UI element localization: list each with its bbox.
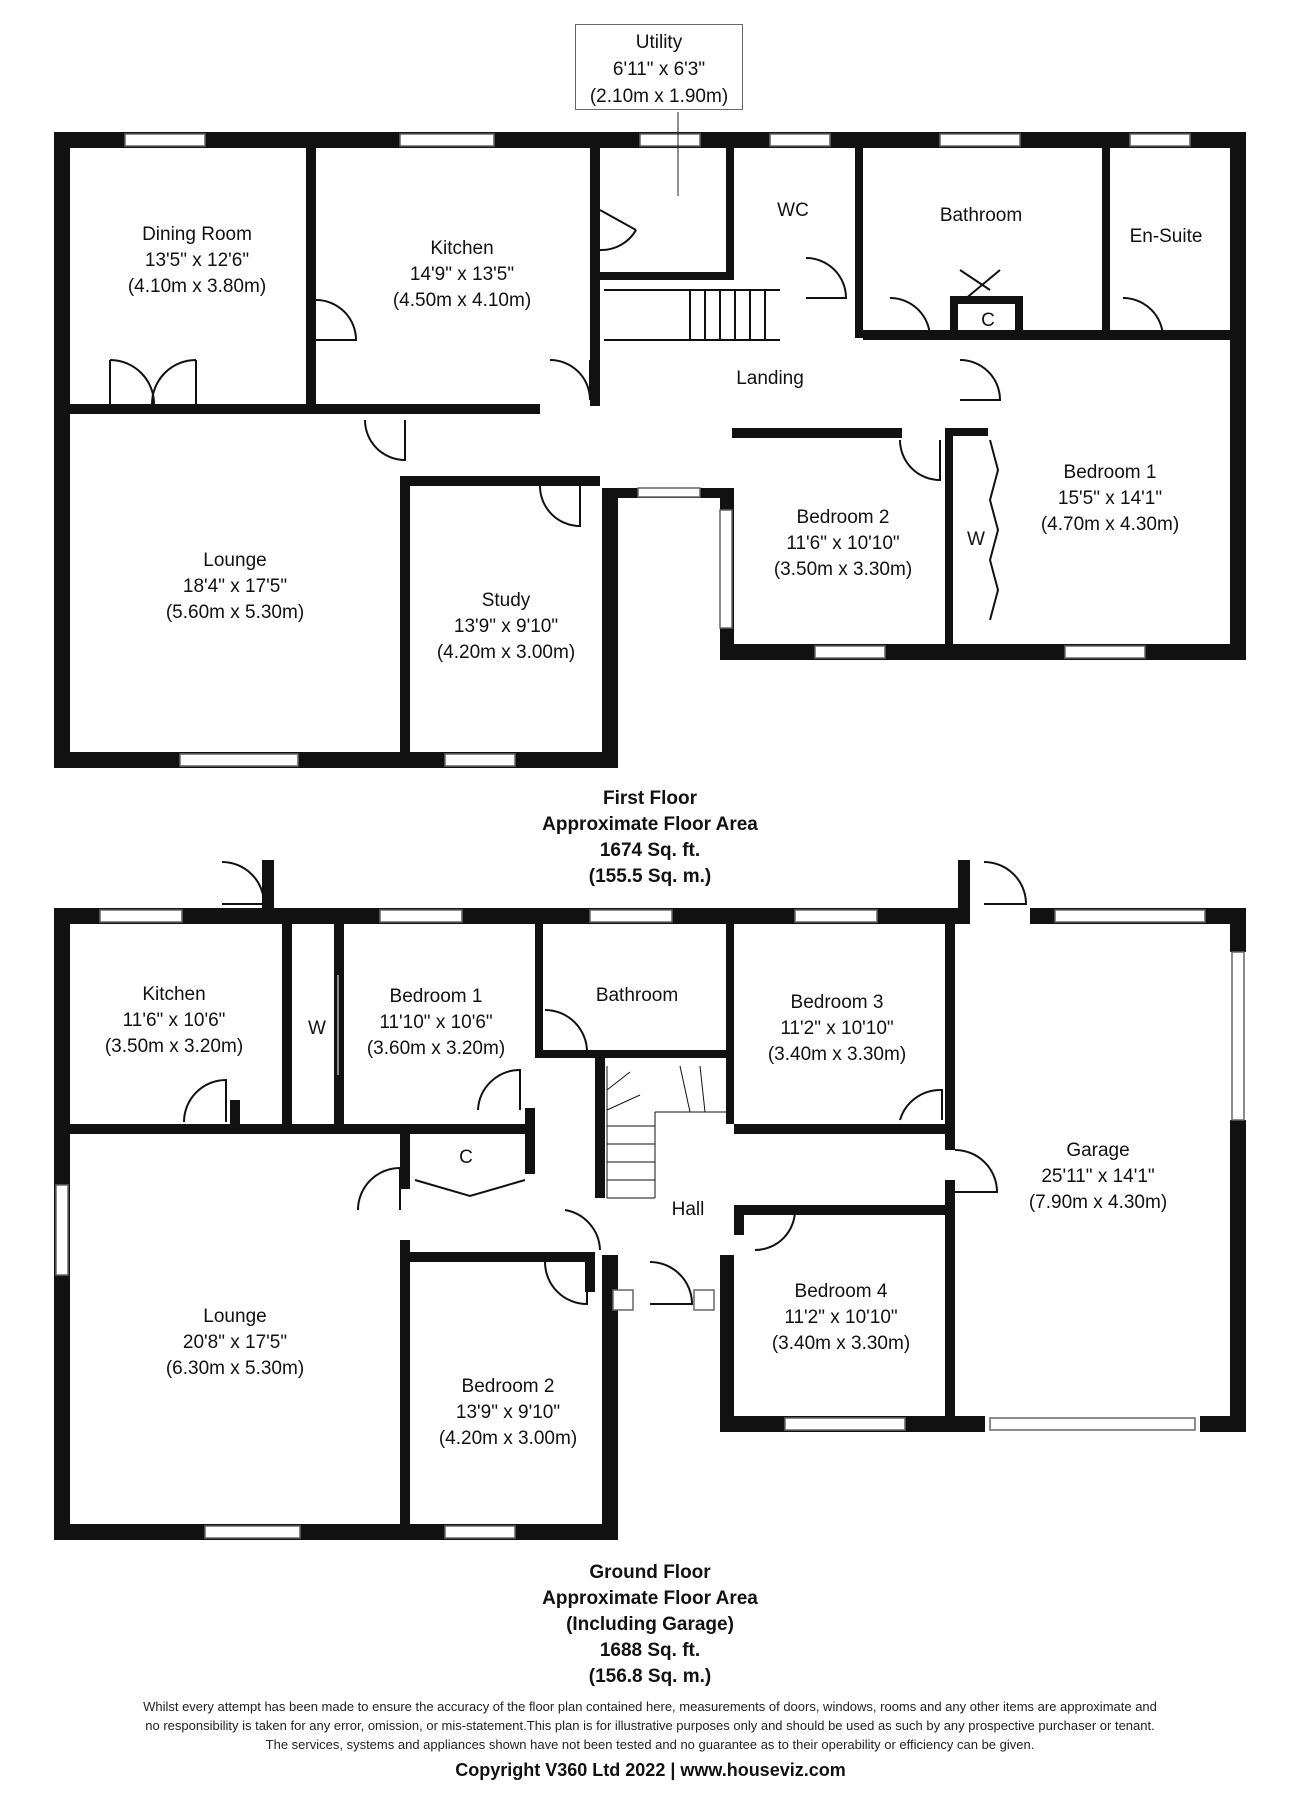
ff-study-imperial: 13'9" x 9'10" bbox=[454, 616, 558, 637]
gf-bedroom4-imperial: 11'2" x 10'10" bbox=[784, 1307, 897, 1328]
ff-bedroom2-imperial: 11'6" x 10'10" bbox=[786, 533, 899, 554]
ff-caption-line1: First Floor bbox=[603, 788, 697, 809]
gf-garage-metric: (7.90m x 4.30m) bbox=[1029, 1192, 1167, 1213]
ff-kitchen-imperial: 14'9" x 13'5" bbox=[410, 264, 514, 285]
gf-bedroom4-metric: (3.40m x 3.30m) bbox=[772, 1333, 910, 1354]
gf-caption-line2: Approximate Floor Area bbox=[542, 1588, 758, 1609]
ff-lounge-name: Lounge bbox=[203, 550, 266, 571]
ff-dining-imperial: 13'5" x 12'6" bbox=[145, 250, 249, 271]
ff-ensuite-name: En-Suite bbox=[1130, 226, 1203, 247]
gf-garage-imperial: 25'11" x 14'1" bbox=[1041, 1166, 1154, 1187]
first-floor-windows bbox=[124, 133, 1191, 767]
gf-cupboard-name: C bbox=[459, 1147, 473, 1168]
gf-bedroom3-imperial: 11'2" x 10'10" bbox=[780, 1018, 893, 1039]
gf-caption-line1: Ground Floor bbox=[589, 1562, 711, 1583]
ff-caption-line2: Approximate Floor Area bbox=[542, 814, 758, 835]
gf-bedroom1-name: Bedroom 1 bbox=[390, 986, 483, 1007]
gf-bedroom1-metric: (3.60m x 3.20m) bbox=[367, 1038, 505, 1059]
gf-garage-name: Garage bbox=[1066, 1140, 1129, 1161]
first-floor-doors bbox=[109, 209, 1165, 621]
gf-bedroom1-imperial: 11'10" x 10'6" bbox=[379, 1012, 492, 1033]
ff-dining-metric: (4.10m x 3.80m) bbox=[128, 276, 266, 297]
gf-lounge-name: Lounge bbox=[203, 1306, 266, 1327]
disclaimer-line3: The services, systems and appliances sho… bbox=[265, 1737, 1035, 1752]
gf-bedroom2-imperial: 13'9" x 9'10" bbox=[456, 1402, 560, 1423]
ff-utility-imperial: 6'11" x 6'3" bbox=[612, 59, 706, 80]
ff-utility-name: Utility bbox=[635, 32, 683, 53]
ff-utility-metric: (2.10m x 1.90m) bbox=[589, 86, 729, 107]
gf-caption-line3: (Including Garage) bbox=[566, 1614, 734, 1635]
ff-caption-line3: 1674 Sq. ft. bbox=[599, 840, 701, 861]
gf-bathroom-name: Bathroom bbox=[596, 985, 678, 1006]
gf-bedroom3-metric: (3.40m x 3.30m) bbox=[768, 1044, 906, 1065]
gf-kitchen-imperial: 11'6" x 10'6" bbox=[123, 1010, 226, 1031]
ff-wc-name: WC bbox=[777, 200, 809, 221]
ff-kitchen-name: Kitchen bbox=[430, 238, 493, 259]
ff-kitchen-metric: (4.50m x 4.10m) bbox=[393, 290, 531, 311]
gf-bedroom3-name: Bedroom 3 bbox=[791, 992, 884, 1013]
first-floor-caption: First Floor Approximate Floor Area 1674 … bbox=[400, 786, 900, 890]
gf-caption-line4: 1688 Sq. ft. bbox=[599, 1640, 701, 1661]
gf-lounge-metric: (6.30m x 5.30m) bbox=[166, 1358, 304, 1379]
ground-floor-caption: Ground Floor Approximate Floor Area (Inc… bbox=[400, 1560, 900, 1690]
disclaimer: Whilst every attempt has been made to en… bbox=[10, 1697, 1290, 1754]
disclaimer-line2: no responsibility is taken for any error… bbox=[145, 1718, 1155, 1733]
ff-cupboard-name: C bbox=[981, 310, 995, 331]
ff-bedroom1-metric: (4.70m x 4.30m) bbox=[1041, 514, 1179, 535]
first-floor-stairs bbox=[604, 289, 780, 341]
ff-bedroom1-name: Bedroom 1 bbox=[1064, 462, 1157, 483]
utility-label-box: Utility 6'11" x 6'3" (2.10m x 1.90m) bbox=[575, 24, 743, 110]
gf-bedroom2-metric: (4.20m x 3.00m) bbox=[439, 1428, 577, 1449]
ff-wardrobe-name: W bbox=[967, 529, 985, 550]
ff-bathroom-name: Bathroom bbox=[940, 205, 1022, 226]
gf-kitchen-metric: (3.50m x 3.20m) bbox=[105, 1036, 243, 1057]
ff-lounge-metric: (5.60m x 5.30m) bbox=[166, 602, 304, 623]
ff-dining-name: Dining Room bbox=[142, 224, 252, 245]
gf-kitchen-name: Kitchen bbox=[142, 984, 205, 1005]
gf-hall-name: Hall bbox=[672, 1199, 705, 1220]
gf-wardrobe-name: W bbox=[308, 1018, 326, 1039]
gf-bedroom4-name: Bedroom 4 bbox=[795, 1281, 888, 1302]
ff-lounge-imperial: 18'4" x 17'5" bbox=[183, 576, 287, 597]
copyright-notice: Copyright V360 Ltd 2022 | www.houseviz.c… bbox=[455, 1760, 846, 1780]
disclaimer-line1: Whilst every attempt has been made to en… bbox=[143, 1699, 1157, 1714]
gf-caption-line5: (156.8 Sq. m.) bbox=[588, 1666, 712, 1687]
ff-bedroom2-metric: (3.50m x 3.30m) bbox=[774, 559, 912, 580]
gf-lounge-imperial: 20'8" x 17'5" bbox=[183, 1332, 287, 1353]
ff-study-metric: (4.20m x 3.00m) bbox=[437, 642, 575, 663]
ground-floor-windows bbox=[55, 909, 1245, 1539]
ground-floor-doors bbox=[183, 861, 1028, 1306]
ff-study-name: Study bbox=[482, 590, 531, 611]
ff-caption-line4: (155.5 Sq. m.) bbox=[588, 866, 712, 887]
ff-landing-name: Landing bbox=[736, 368, 804, 389]
ground-floor-stairs bbox=[606, 1065, 730, 1199]
ff-bedroom2-name: Bedroom 2 bbox=[797, 507, 890, 528]
gf-bedroom2-name: Bedroom 2 bbox=[462, 1376, 555, 1397]
ff-bedroom1-imperial: 15'5" x 14'1" bbox=[1058, 488, 1162, 509]
